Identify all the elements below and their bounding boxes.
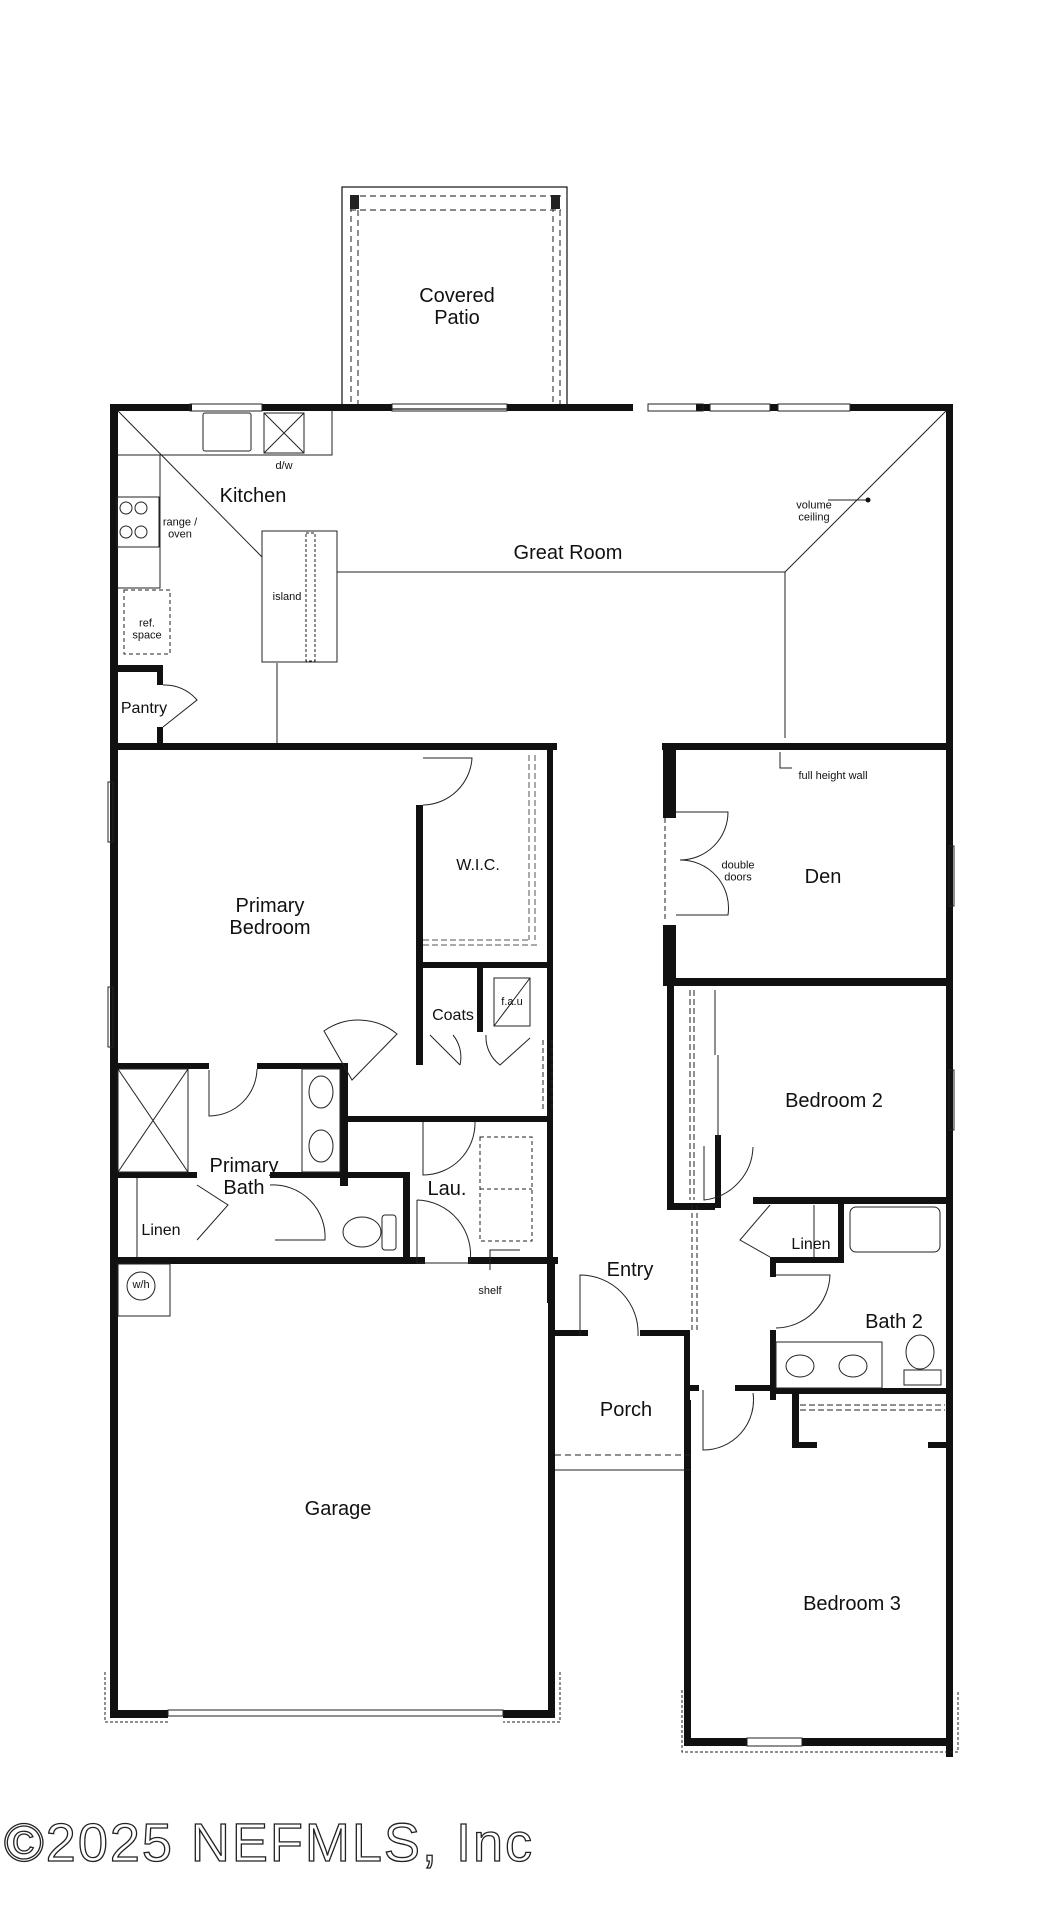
room-label-wic: W.I.C.	[456, 857, 500, 875]
room-label-bath-2: Bath 2	[865, 1311, 923, 1333]
room-label-covered-patio: Covered Patio	[419, 285, 495, 329]
room-label-kitchen: Kitchen	[219, 485, 287, 507]
room-label-den: Den	[804, 866, 842, 888]
room-label-coats: Coats	[432, 1007, 474, 1025]
room-label-entry: Entry	[606, 1259, 654, 1281]
room-label-primary-bedroom: Primary Bedroom	[229, 895, 311, 939]
annotation-dw: d/w	[275, 460, 293, 473]
room-label-linen-primary: Linen	[141, 1222, 181, 1240]
room-label-pantry: Pantry	[120, 700, 168, 718]
annotation-fau: f.a.u	[501, 996, 523, 1009]
annotation-range-oven: range / oven	[162, 516, 198, 540]
annotation-water-heater: w/h	[132, 1279, 150, 1292]
copyright-watermark: ©2025 NEFMLS, Inc	[3, 1812, 534, 1873]
room-label-linen-bath2: Linen	[791, 1236, 831, 1254]
annotation-volume-ceiling: volume ceiling	[796, 499, 832, 523]
room-label-great-room: Great Room	[513, 542, 623, 564]
annotation-full-height-wall: full height wall	[798, 770, 868, 783]
room-label-garage: Garage	[304, 1498, 372, 1520]
room-label-porch: Porch	[599, 1399, 653, 1421]
room-label-primary-bath: Primary Bath	[209, 1155, 279, 1199]
annotation-shelf: shelf	[478, 1285, 502, 1298]
annotation-island: island	[272, 591, 302, 604]
annotation-ref-space: ref. space	[132, 617, 162, 641]
room-label-laundry: Lau.	[427, 1178, 467, 1200]
room-label-bedroom-3: Bedroom 3	[803, 1593, 901, 1615]
room-label-bedroom-2: Bedroom 2	[785, 1090, 883, 1112]
annotation-double-doors: double doors	[721, 859, 755, 883]
